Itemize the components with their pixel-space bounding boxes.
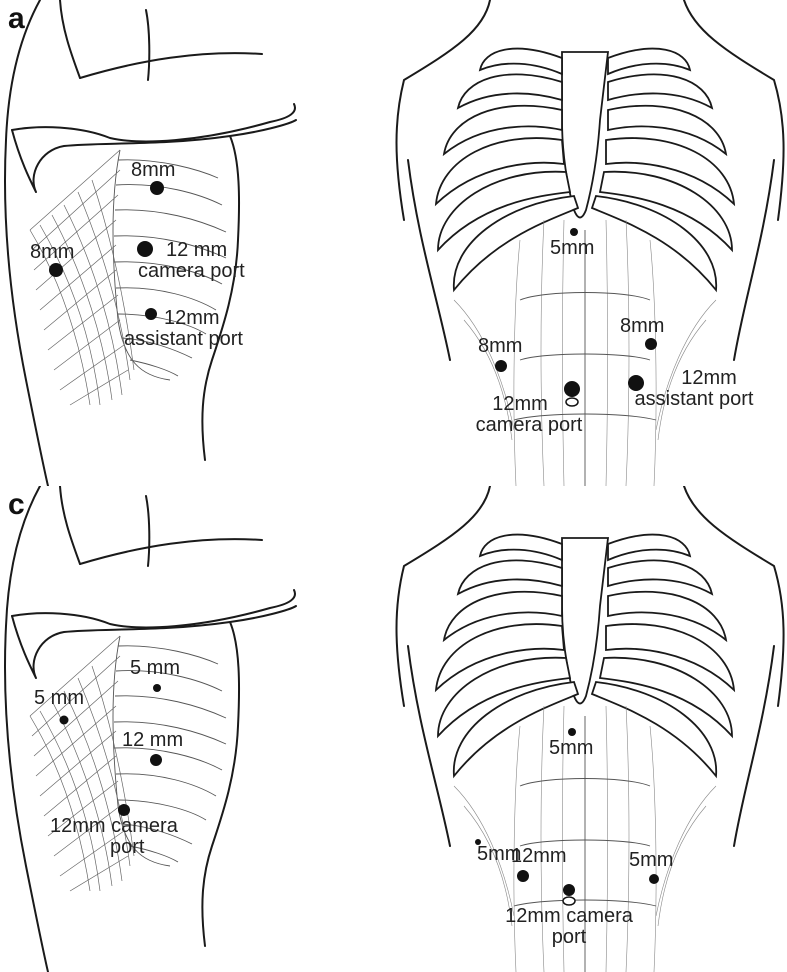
label-8mm-left-b: 8mm bbox=[478, 335, 523, 357]
label-5mm-top-c: 5 mm bbox=[130, 657, 180, 679]
rib-lines-c bbox=[113, 645, 227, 863]
frontal-torso-drawing-b bbox=[395, 0, 785, 486]
label-5mm-left-c: 5 mm bbox=[34, 687, 84, 709]
label-5mm-upper-b: 5mm bbox=[550, 237, 595, 259]
label-camera-line1-c: 12mm camera bbox=[50, 815, 178, 837]
serratus-hatching-c bbox=[29, 635, 135, 892]
label-assistant-name-b: assistant port bbox=[634, 388, 754, 410]
label-assistant-size-a: 12mm bbox=[164, 307, 220, 329]
panel-d-frontal-view: d 5mm 5mm 12mm 5mm 12mm camera port bbox=[394, 486, 787, 972]
lateral-torso-drawing-a bbox=[3, 0, 297, 486]
label-camera-line2-d: port bbox=[551, 926, 587, 948]
panel-letter-c: c bbox=[8, 488, 25, 521]
label-8mm-left-a: 8mm bbox=[30, 241, 75, 263]
label-camera-size-b: 12mm bbox=[492, 393, 548, 415]
abdominal-muscles-b bbox=[453, 219, 717, 486]
rib-lines-a bbox=[113, 159, 227, 377]
ribs-d bbox=[434, 533, 736, 779]
label-5mm-upper-d: 5mm bbox=[549, 737, 594, 759]
panel-a-lateral-view: a 8mm 8mm 12 mm camera port 12mm assista… bbox=[0, 0, 393, 486]
panel-c-lateral-view: c 5 mm 5 mm 12 mm 12mm camera port bbox=[0, 486, 393, 972]
serratus-hatching-a bbox=[29, 149, 135, 406]
label-8mm-top-a: 8mm bbox=[131, 159, 176, 181]
abdominal-muscles-d bbox=[453, 705, 717, 972]
label-camera-size-a: 12 mm bbox=[166, 239, 228, 261]
label-camera-port-a: 12 mm camera port bbox=[138, 240, 245, 282]
label-8mm-right-b: 8mm bbox=[620, 315, 665, 337]
label-assistant-size-b: 12mm bbox=[681, 367, 737, 389]
label-camera-port-b: 12mm camera port bbox=[454, 394, 604, 436]
label-12mm-middle-c: 12 mm bbox=[122, 729, 184, 751]
label-5mm-right-d: 5mm bbox=[629, 849, 674, 871]
label-12mm-left-d: 12mm bbox=[511, 845, 567, 867]
lateral-torso-drawing-c bbox=[3, 486, 297, 972]
label-5mm-left-small-d: 5mm bbox=[477, 843, 522, 865]
label-camera-port-d: 12mm camera port bbox=[484, 906, 654, 948]
frontal-torso-drawing-d bbox=[395, 486, 785, 972]
label-camera-name-b: camera port bbox=[475, 414, 583, 436]
panel-letter-a: a bbox=[8, 2, 25, 35]
label-camera-line1-d: 12mm camera bbox=[505, 905, 633, 927]
label-assistant-port-a: 12mm assistant port bbox=[124, 308, 243, 350]
label-camera-name-a: camera port bbox=[138, 260, 245, 282]
label-assistant-name-a: assistant port bbox=[124, 328, 243, 350]
label-camera-port-c: 12mm camera port bbox=[50, 816, 178, 858]
label-assistant-port-b: 12mm assistant port bbox=[614, 368, 774, 410]
ribs-b bbox=[434, 47, 736, 293]
label-camera-line2-c: port bbox=[110, 836, 145, 858]
panel-b-frontal-view: b 5mm 8mm 8mm 12mm camera port 12mm assi… bbox=[394, 0, 787, 486]
